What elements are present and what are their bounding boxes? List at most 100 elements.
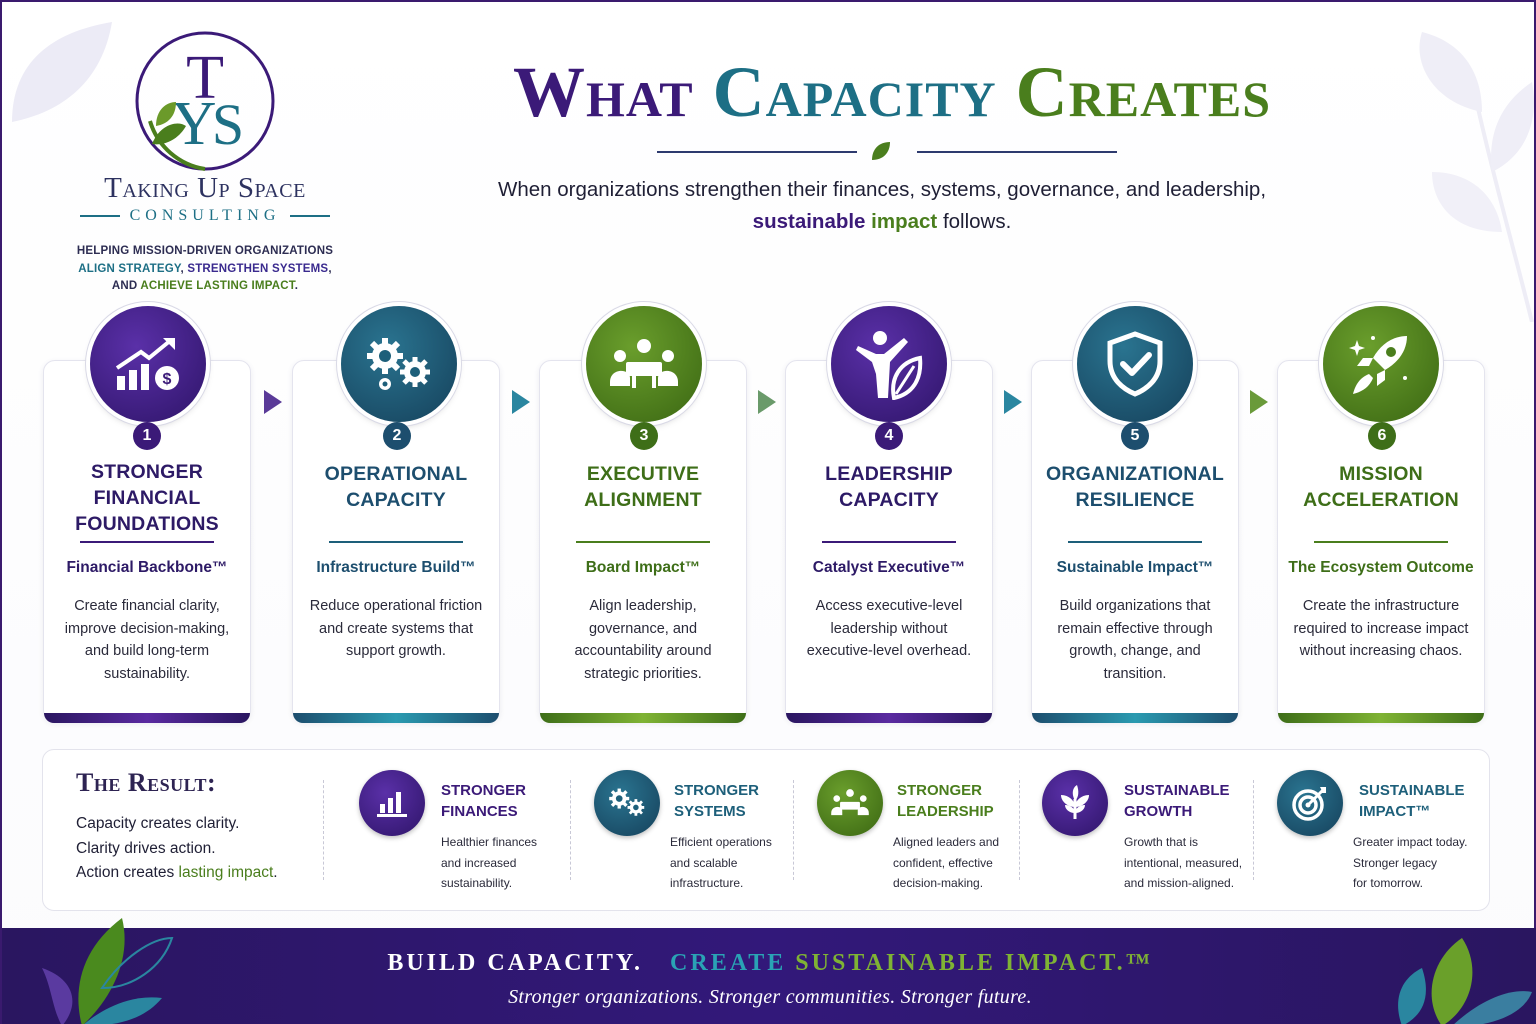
- svg-text:S: S: [212, 92, 244, 157]
- footer-banner: BUILD CAPACITY. CREATE SUSTAINABLE IMPAC…: [2, 918, 1536, 1024]
- rocket-icon: [1323, 306, 1439, 422]
- card-title: LEADERSHIP CAPACITY: [825, 463, 953, 511]
- meeting-icon: [586, 306, 702, 422]
- sprout-icon: [1042, 770, 1108, 836]
- monogram-logo: T Y S: [130, 26, 280, 176]
- tagline-lasting-impact: ACHIEVE LASTING IMPACT: [140, 280, 295, 292]
- capacity-card-3: EXECUTIVE ALIGNMENT Board Impact™ Align …: [539, 360, 747, 723]
- step-number: 5: [1121, 422, 1149, 450]
- leaves-icon: [1398, 938, 1532, 1024]
- text-line: Growth that is: [1124, 835, 1199, 849]
- arrow-right-icon: [1004, 390, 1022, 414]
- company-name: Taking Up Space: [104, 172, 306, 204]
- card-description: Build organizations that remain effectiv…: [1057, 598, 1213, 682]
- result-item-heading: STRONGER FINANCES: [441, 780, 526, 822]
- gears-icon: [341, 306, 457, 422]
- card-title: OPERATIONAL CAPACITY: [324, 463, 468, 511]
- card-title: STRONGER FINANCIAL FOUNDATIONS: [75, 461, 219, 535]
- card-description: Access executive-level leadership withou…: [806, 598, 972, 659]
- card-description: Reduce operational friction and create s…: [309, 598, 483, 659]
- text-line: sustainability.: [441, 876, 513, 890]
- tagline-line-3: AND ACHIEVE LASTING IMPACT.: [60, 278, 350, 296]
- heading-line: LEADERSHIP: [897, 803, 994, 820]
- intro-follows: follows.: [937, 210, 1012, 233]
- shield-check-icon: [1077, 306, 1193, 422]
- card-description: Create the infrastructure required to in…: [1293, 598, 1469, 659]
- card-divider: [576, 541, 710, 543]
- card-accent-bar: [1032, 713, 1238, 723]
- step-number: 6: [1368, 422, 1396, 450]
- card-accent-bar: [293, 713, 499, 723]
- heading-line: FINANCES: [441, 803, 518, 820]
- title-word-capacity: Capacity: [712, 52, 1016, 132]
- heading-line: SUSTAINABLE: [1359, 782, 1465, 799]
- svg-text:T: T: [186, 44, 224, 112]
- growth-chart-icon: $: [90, 306, 206, 422]
- title-divider: [657, 142, 1117, 160]
- card-service-name: Financial Backbone™: [66, 559, 228, 576]
- result-panel: The Result: Capacity creates clarity. Cl…: [42, 749, 1490, 911]
- step-number: 3: [630, 422, 658, 450]
- card-description: Align leadership, governance, and accoun…: [574, 598, 712, 682]
- gears-icon: [594, 770, 660, 836]
- slogan-create: CREATE: [670, 950, 796, 976]
- text-line: Efficient operations: [670, 835, 772, 849]
- leaf-icon: [872, 142, 890, 160]
- tagline-and: AND: [111, 280, 141, 292]
- leaves-icon: [42, 918, 174, 1024]
- heading-line: STRONGER: [674, 782, 760, 799]
- card-title: ORGANIZATIONAL RESILIENCE: [1046, 463, 1224, 511]
- text-line: Aligned leaders and: [893, 835, 1000, 849]
- result-item-heading: SUSTAINABLE IMPACT™: [1359, 780, 1465, 822]
- divider: [79, 215, 120, 217]
- divider: [793, 780, 794, 880]
- capacity-card-2: OPERATIONAL CAPACITY Infrastructure Buil…: [292, 360, 500, 723]
- company-tagline: HELPING MISSION-DRIVEN ORGANIZATIONS ALI…: [60, 243, 350, 296]
- card-description: Create financial clarity, improve decisi…: [64, 598, 230, 682]
- result-line-3-start: Action creates: [76, 864, 179, 881]
- title-word-creates: Creates: [1015, 52, 1272, 132]
- arrow-right-icon: [758, 390, 776, 414]
- corner-leaf-icon: [12, 22, 112, 122]
- divider-line: [657, 151, 857, 153]
- card-accent-bar: [540, 713, 746, 723]
- step-number: 2: [383, 422, 411, 450]
- intro-text: When organizations strengthen their fina…: [402, 174, 1362, 238]
- divider: [1253, 780, 1254, 880]
- intro-line-1: When organizations strengthen their fina…: [497, 178, 1267, 201]
- arrow-right-icon: [1250, 390, 1268, 414]
- card-divider: [329, 541, 463, 543]
- footer-slogan: BUILD CAPACITY. CREATE SUSTAINABLE IMPAC…: [2, 950, 1536, 977]
- leader-leaf-icon: [831, 306, 947, 422]
- heading-line: STRONGER: [441, 782, 527, 799]
- company-subtitle-row: CONSULTING: [60, 207, 350, 225]
- heading-line: IMPACT™: [1359, 803, 1431, 820]
- text-line: Healthier finances: [441, 835, 538, 849]
- result-line-3: Action creates lasting impact.: [76, 861, 278, 886]
- capacity-card-5: ORGANIZATIONAL RESILIENCE Sustainable Im…: [1031, 360, 1239, 723]
- heading-line: GROWTH: [1124, 803, 1193, 820]
- card-title: MISSION ACCELERATION: [1303, 463, 1459, 511]
- branch-leaves-icon: [1419, 32, 1534, 322]
- result-summary: Capacity creates clarity. Clarity drives…: [76, 812, 278, 886]
- text-line: confident, effective: [893, 855, 993, 870]
- tagline-line-1: HELPING MISSION-DRIVEN ORGANIZATIONS: [76, 245, 334, 257]
- text-line: for tomorrow.: [1353, 876, 1424, 890]
- text-line: and increased: [441, 855, 517, 870]
- title-word-what: What: [512, 52, 713, 132]
- card-service-name: Sustainable Impact™: [1056, 559, 1214, 576]
- arrow-right-icon: [512, 390, 530, 414]
- tagline-line-2: ALIGN STRATEGY, STRENGTHEN SYSTEMS,: [60, 261, 350, 279]
- result-line-1: Capacity creates clarity.: [76, 815, 240, 832]
- meeting-icon: [817, 770, 883, 836]
- tagline-align-strategy: ALIGN STRATEGY: [78, 262, 181, 275]
- tagline-period: .: [294, 280, 299, 292]
- text-line: intentional, measured,: [1124, 855, 1243, 870]
- slogan-sustainable-impact: SUSTAINABLE IMPACT.™: [795, 950, 1153, 976]
